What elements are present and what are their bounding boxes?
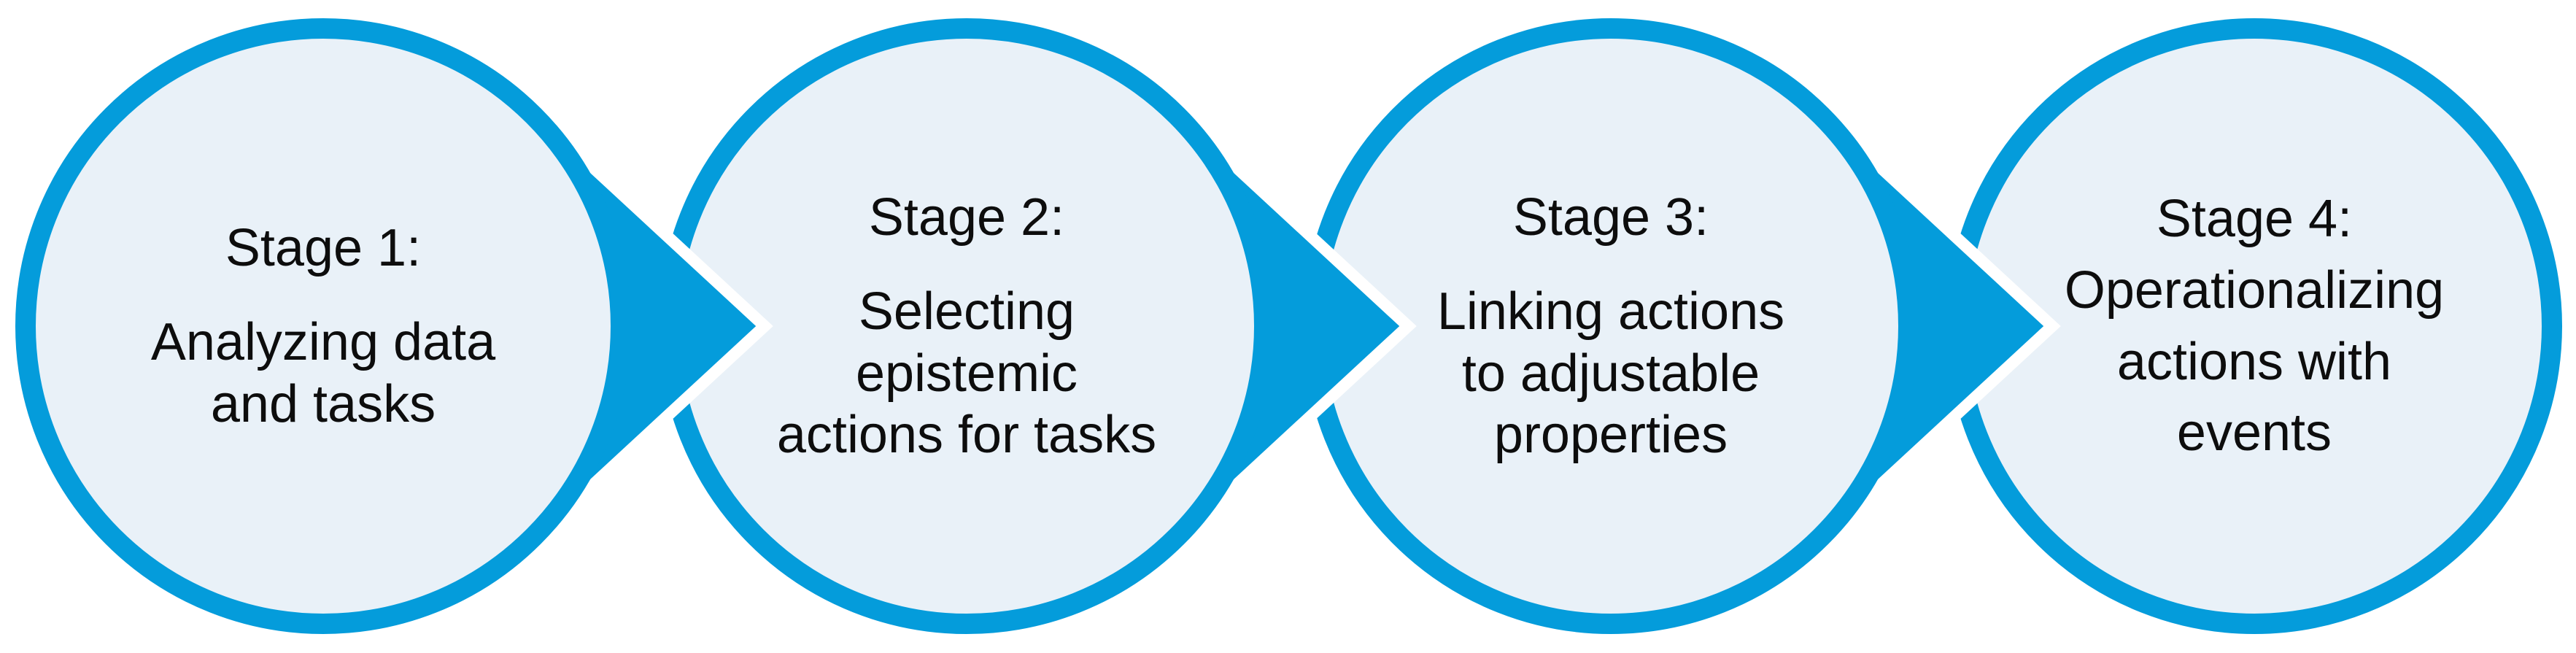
stage-1-circle	[15, 18, 631, 634]
